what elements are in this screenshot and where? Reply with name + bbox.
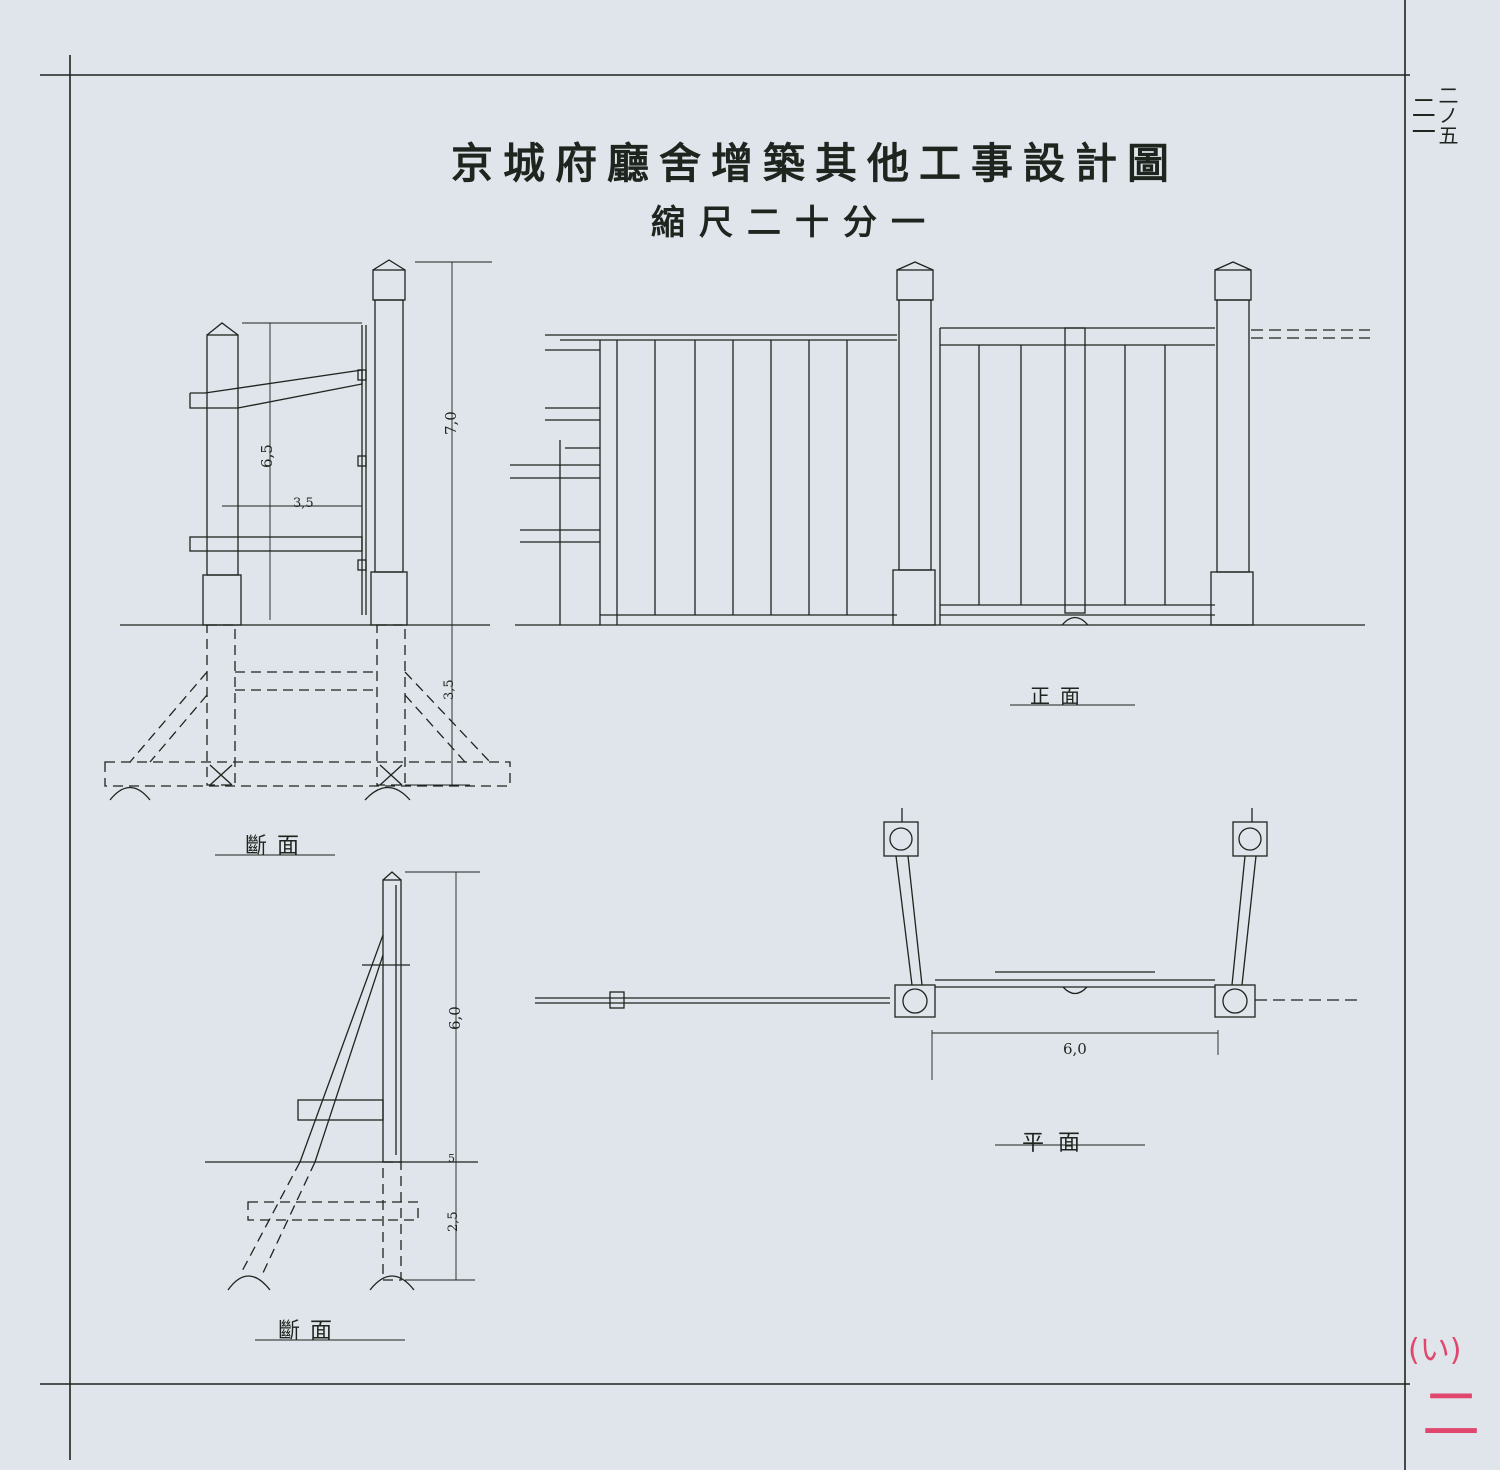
plan-view [535,808,1360,1146]
view-label-front: 正面 [1030,684,1090,708]
dimension-60-side: 6,0 [446,1006,464,1030]
view-label-section-upper: 斷面 [245,834,310,859]
drawing-scale: 縮尺二十分一 [651,203,939,243]
view-label-section-lower: 斷面 [278,1319,343,1344]
dimension-25: 2,5 [446,1211,461,1232]
dimension-35-horizontal: 3,5 [293,496,314,511]
archive-stamp-mark: (い) [1408,1333,1462,1368]
archive-stamp-number: 二 [1422,1380,1481,1448]
dimension-35-vertical: 3,5 [442,679,457,700]
dimension-05: 5 [448,1152,455,1165]
view-label-plan: 平面 [1022,1131,1095,1156]
dimension-70: 7,0 [442,411,460,435]
upper-section-view [104,259,511,801]
dimension-65: 6,5 [258,444,276,468]
border-frame [40,0,1410,1470]
drawing-title: 京城府廳舍增築其他工事設計圖 [450,139,1179,188]
front-elevation-view [510,261,1370,706]
sheet-number-col2: 二ノ五 [1435,85,1459,145]
dimension-60-plan: 6,0 [1063,1040,1087,1058]
sheet-number-col1: 二一 [1407,95,1436,143]
lower-section-view [205,871,480,1341]
